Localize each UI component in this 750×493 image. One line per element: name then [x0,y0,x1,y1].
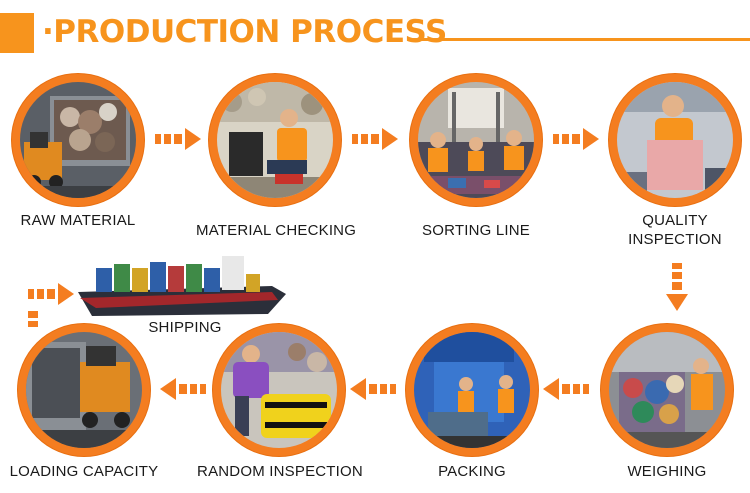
arrow-right-icon [352,128,398,150]
step-label-quality-inspection: QUALITY [642,212,708,229]
step-packing [406,324,538,456]
step-quality-inspection [609,74,741,206]
arrow-left-icon [160,378,206,400]
step-label-shipping: SHIPPING [148,319,222,336]
loading-capacity-photo [26,332,142,448]
arrow-right-icon [155,128,201,150]
step-material-checking [209,74,341,206]
step-loading-capacity [18,324,150,456]
weighing-photo [609,332,725,448]
step-label-quality-inspection-2: INSPECTION [628,231,722,248]
arrow-left-icon [543,378,589,400]
packing-photo [414,332,530,448]
step-random-inspection [213,324,345,456]
arrow-right-icon [553,128,599,150]
header-accent-block [0,13,34,53]
step-weighing [601,324,733,456]
step-label-sorting-line: SORTING LINE [422,222,530,239]
shipping-vessel-image [72,250,288,330]
step-label-loading-capacity: LOADING CAPACITY [9,463,159,480]
arrow-up-right-icon [26,283,78,335]
step-label-material-checking: MATERIAL CHECKING [196,222,357,239]
page-title: ·PRODUCTION PROCESS [42,14,447,50]
sorting-line-photo [418,82,534,198]
arrow-down-icon [666,263,688,311]
step-label-raw-material: RAW MATERIAL [20,212,136,229]
material-checking-photo [217,82,333,198]
raw-material-photo [20,82,136,198]
step-label-weighing: WEIGHING [627,463,707,480]
quality-inspection-photo [617,82,733,198]
title-underline [410,38,750,41]
arrow-left-icon [350,378,396,400]
step-raw-material [12,74,144,206]
random-inspection-photo [221,332,337,448]
step-label-packing: PACKING [438,463,506,480]
step-sorting-line [410,74,542,206]
step-label-random-inspection: RANDOM INSPECTION [197,463,363,480]
